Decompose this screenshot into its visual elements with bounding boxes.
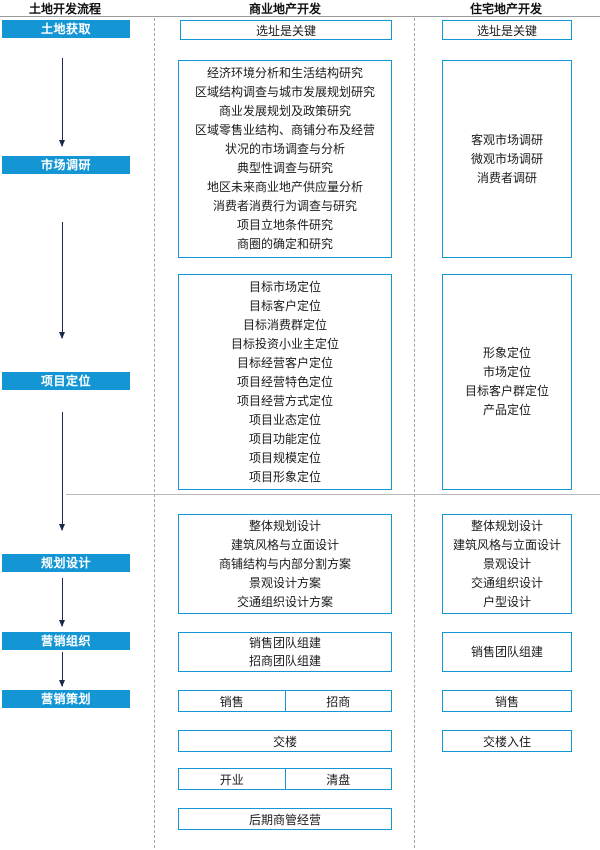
flow-arrow (59, 652, 65, 687)
box-line: 交楼入住 (482, 734, 531, 749)
box-line: 户型设计 (482, 594, 531, 609)
box-line: 目标市场定位 (248, 279, 321, 294)
box-line: 整体规划设计 (470, 518, 543, 533)
box-line: 选址是关键 (476, 23, 537, 38)
commercial-handover-box: 交楼 (178, 730, 392, 752)
box-line: 交通组织设计 (470, 575, 543, 590)
residential-handover-box: 交楼入住 (442, 730, 572, 752)
box-line: 项目经营方式定位 (236, 393, 333, 408)
box-line: 区域结构调查与城市发展规划研究 (194, 85, 375, 99)
header-residential: 住宅地产开发 (469, 2, 542, 16)
box-line: 销售 (494, 694, 519, 709)
box-line: 整体规划设计 (248, 518, 321, 533)
stage-positioning: 项目定位 (2, 372, 130, 390)
box-line: 目标经营客户定位 (236, 355, 333, 370)
box-line: 销售团队组建 (248, 636, 321, 650)
commercial-management-box: 后期商管经营 (178, 808, 392, 830)
residential-design-box: 整体规划设计建筑风格与立面设计景观设计交通组织设计户型设计 (442, 514, 572, 614)
box-line: 目标客户定位 (248, 298, 321, 313)
residential-land-box: 选址是关键 (442, 20, 572, 40)
box-line: 市场定位 (482, 365, 531, 379)
box-line: 交楼 (272, 734, 297, 749)
residential-sales-box: 销售 (442, 690, 572, 712)
box-line: 微观市场调研 (470, 151, 543, 166)
box-line: 项目经营特色定位 (236, 374, 333, 389)
commercial-opening: 开业 (219, 772, 244, 787)
box-line: 客观市场调研 (470, 132, 543, 147)
box-line: 商业发展规划及政策研究 (218, 104, 351, 118)
box-line: 景观设计 (482, 556, 531, 571)
header-commercial: 商业地产开发 (248, 2, 321, 16)
box-line: 项目立地条件研究 (236, 218, 333, 232)
box-line: 销售团队组建 (470, 645, 543, 659)
flow-arrow (59, 578, 65, 627)
header-process: 土地开发流程 (28, 2, 101, 16)
flow-arrow (59, 58, 65, 147)
box-line: 项目业态定位 (248, 412, 321, 427)
box-line: 建筑风格与立面设计 (452, 537, 561, 552)
column-separator-left (154, 18, 155, 848)
box-line: 消费者调研 (476, 170, 537, 185)
box-line: 形象定位 (482, 346, 531, 360)
box-line: 目标客户群定位 (464, 384, 549, 398)
stage-land-acquisition: 土地获取 (2, 20, 130, 38)
stage-planning-design: 规划设计 (2, 554, 130, 572)
commercial-opening-clearance-box: 开业 清盘 (178, 768, 392, 790)
box-line: 地区未来商业地产供应量分析 (206, 180, 363, 194)
stage-marketing-organization: 营销组织 (2, 632, 130, 650)
box-line: 产品定位 (482, 403, 531, 417)
box-line: 消费者消费行为调查与研究 (212, 199, 357, 213)
flow-arrow (59, 222, 65, 339)
commercial-sales-leasing-box: 销售 招商 (178, 690, 392, 712)
box-line: 商圈的确定和研究 (236, 237, 333, 251)
flow-arrow (59, 412, 65, 531)
box-line: 建筑风格与立面设计 (230, 537, 339, 552)
commercial-research-box: 经济环境分析和生活结构研究区域结构调查与城市发展规划研究商业发展规划及政策研究区… (178, 60, 392, 258)
box-line: 典型性调查与研究 (236, 161, 333, 175)
column-separator-right (414, 18, 415, 848)
box-line: 选址是关键 (255, 23, 316, 38)
commercial-clearance: 清盘 (284, 769, 392, 789)
stage-market-research: 市场调研 (2, 156, 130, 174)
commercial-leasing: 招商 (284, 691, 392, 711)
box-line: 景观设计方案 (248, 575, 321, 590)
commercial-organization-box: 销售团队组建招商团队组建 (178, 632, 392, 672)
header-divider (0, 16, 600, 17)
stage-marketing-planning: 营销策划 (2, 690, 130, 708)
box-line: 后期商管经营 (248, 812, 321, 827)
box-line: 项目功能定位 (248, 431, 321, 446)
box-line: 交通组织设计方案 (236, 594, 333, 609)
box-line: 区域零售业结构、商铺分布及经营 (194, 123, 375, 137)
box-line: 项目规模定位 (248, 450, 321, 465)
box-line: 经济环境分析和生活结构研究 (206, 66, 363, 80)
box-line: 目标投资小业主定位 (230, 336, 339, 351)
residential-organization-box: 销售团队组建 (442, 632, 572, 672)
box-line: 招商团队组建 (248, 654, 321, 668)
residential-research-box: 客观市场调研微观市场调研消费者调研 (442, 60, 572, 258)
section-divider (66, 494, 600, 495)
commercial-design-box: 整体规划设计建筑风格与立面设计商铺结构与内部分割方案景观设计方案交通组织设计方案 (178, 514, 392, 614)
box-line: 状况的市场调查与分析 (224, 142, 345, 156)
box-line: 目标消费群定位 (242, 317, 327, 332)
box-line: 项目形象定位 (248, 469, 321, 484)
residential-positioning-box: 形象定位市场定位目标客户群定位产品定位 (442, 274, 572, 490)
commercial-land-box: 选址是关键 (180, 20, 392, 40)
commercial-positioning-box: 目标市场定位目标客户定位目标消费群定位目标投资小业主定位目标经营客户定位项目经营… (178, 274, 392, 490)
commercial-sales: 销售 (219, 694, 244, 709)
box-line: 商铺结构与内部分割方案 (218, 556, 351, 571)
